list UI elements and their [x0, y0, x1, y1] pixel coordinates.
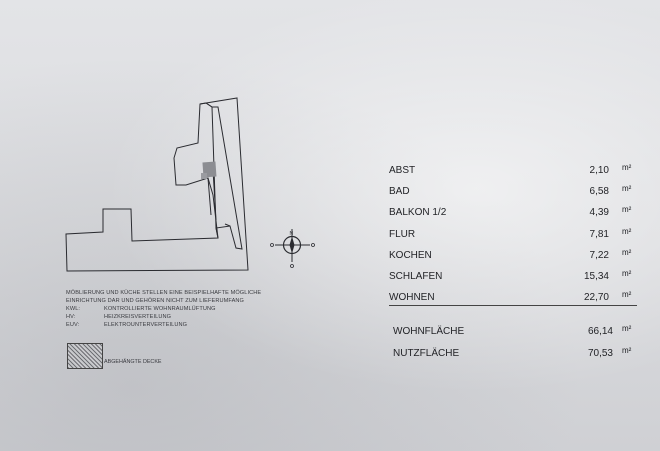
table-row: NUTZFLÄCHE 70,53 m² [393, 344, 637, 366]
total-name: WOHNFLÄCHE [393, 326, 465, 337]
room-name: FLUR [389, 228, 416, 240]
abbreviation-row: KWL: KONTROLLIERTE WOHNRAUMLÜFTUNG [66, 306, 216, 312]
room-name: BALKON 1/2 [389, 207, 447, 219]
wall-line [224, 223, 231, 227]
table-row: FLUR 7,81 m² [389, 225, 637, 246]
room-area: 7,22 [589, 249, 609, 261]
total-area: 70,53 [587, 347, 613, 359]
table-row: SCHLAFEN 15,34 m² [389, 267, 637, 288]
total-area: 66,14 [587, 326, 613, 337]
room-area: 7,81 [589, 228, 609, 240]
abbreviation-row: HV: HEIZKREISVERTEILUNG [66, 314, 172, 320]
room-area: 4,39 [589, 207, 609, 219]
room-area: 6,58 [589, 186, 609, 198]
table-row: KOCHEN 7,22 m² [389, 246, 637, 267]
table-row: ABST 2,10 m² [389, 161, 637, 182]
area-unit: m² [622, 345, 632, 355]
room-area: 15,34 [583, 270, 609, 282]
area-unit: m² [622, 324, 632, 333]
table-divider [389, 305, 637, 307]
area-unit: m² [622, 226, 632, 236]
table-row: WOHNEN 22,70 m² [389, 288, 637, 309]
room-area: 22,70 [583, 292, 609, 304]
room-name: ABST [389, 165, 416, 176]
wall-line [212, 169, 217, 221]
room-name: SCHLAFEN [389, 270, 443, 282]
room-name: KOCHEN [389, 249, 432, 261]
area-unit: m² [622, 205, 632, 215]
wall-line [207, 177, 212, 216]
total-name: NUTZFLÄCHE [393, 347, 460, 359]
area-unit: m² [622, 163, 632, 172]
area-unit: m² [622, 247, 632, 257]
table-row: BAD 6,58 m² [389, 182, 637, 203]
room-name: WOHNEN [389, 292, 435, 304]
table-row: WOHNFLÄCHE 66,14 m² [393, 322, 637, 344]
hatch-label: ABGEHÄNGTE DECKE [104, 359, 162, 365]
table-row: BALKON 1/2 4,39 m² [389, 203, 637, 224]
area-unit: m² [622, 290, 632, 300]
room-area: 2,10 [589, 165, 609, 176]
hatch-swatch [67, 343, 103, 369]
room-name: BAD [389, 186, 410, 198]
total-area-table: WOHNFLÄCHE 66,14 m² NUTZFLÄCHE 70,53 m² [393, 322, 637, 365]
abbreviation-row: EUV: ELEKTROUNTERVERTEILUNG [66, 322, 188, 328]
compass-rose [270, 229, 315, 268]
area-unit: m² [622, 184, 632, 194]
apartment-highlight-small [201, 173, 207, 179]
furniture-note: MÖBLIERUNG UND KÜCHE STELLEN EINE BEISPI… [66, 290, 262, 304]
compass-north-label: N [290, 231, 294, 237]
legend: MÖBLIERUNG UND KÜCHE STELLEN EINE BEISPI… [66, 289, 306, 329]
area-unit: m² [622, 268, 632, 278]
room-area-table: ABST 2,10 m² BAD 6,58 m² BALKON 1/2 4,39… [389, 161, 637, 309]
building-outline [65, 97, 249, 272]
